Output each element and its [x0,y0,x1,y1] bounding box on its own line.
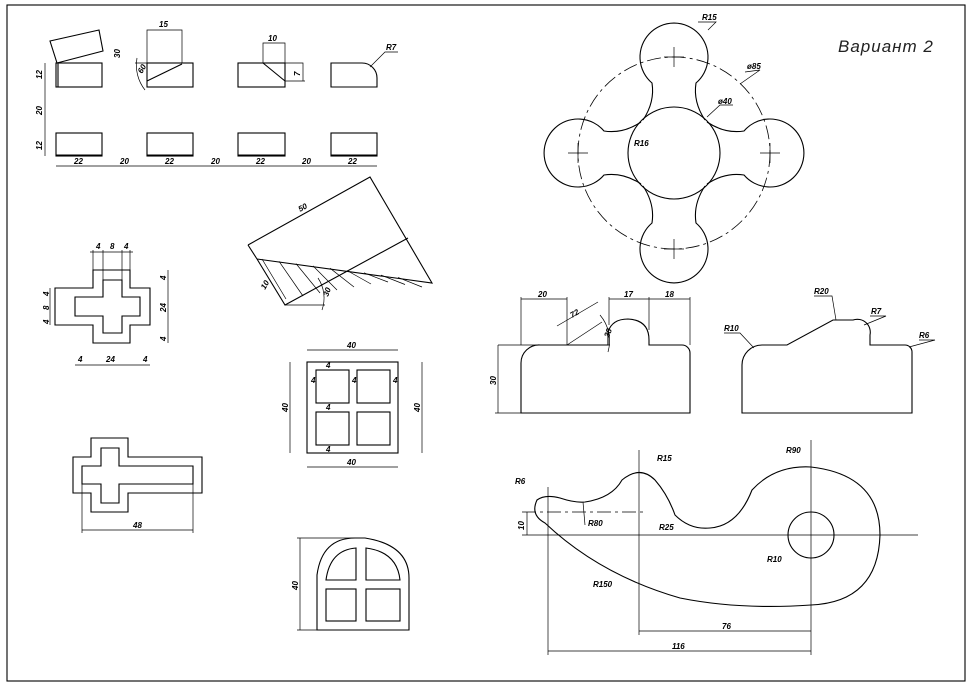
window-figure: 40 40 40 40 4 4 4 4 4 4 [281,341,423,468]
dim-4: 4 [142,355,148,364]
dim-40: 40 [291,581,300,591]
radius-r6: R6 [515,477,526,486]
dim-30: 30 [489,376,498,385]
flower-lobe [639,22,709,121]
dim-4: 4 [123,242,129,251]
dim-8: 8 [42,305,51,310]
hatch-line [380,274,406,285]
cross-figure: 4 8 4 4 8 4 4 24 4 4 24 4 [42,242,169,366]
profile-1-figure: 20 72 17 18 30 38 [489,290,691,414]
hook-figure: R6 R80 R15 R25 R90 R10 R150 10 76 116 [515,440,918,655]
dim-4: 4 [159,275,168,281]
dim-22: 22 [255,157,265,166]
dim-116: 116 [672,642,685,651]
dim-20: 20 [35,106,44,116]
radius-r15: R15 [657,454,672,463]
radius-r15: R15 [702,13,717,22]
dim-22: 22 [73,157,83,166]
flower-lobe [706,118,805,188]
dim-4: 4 [325,361,331,370]
diameter-40: ø40 [718,97,732,106]
hatch-line [363,272,389,283]
hatch-line [346,270,372,285]
hatch-line [261,258,287,300]
dim-8: 8 [110,242,115,251]
radius-r16: R16 [634,139,649,148]
hatch-line [329,267,355,288]
hatch-line [397,277,423,288]
dim-4: 4 [325,403,331,412]
dim-24: 24 [105,355,115,364]
radius-r25: R25 [659,523,674,532]
angle-38: 38 [602,327,614,339]
blocks-figure: 22 20 22 20 22 20 22 12 20 12 15 10 7 R7… [35,20,398,167]
dim-4: 4 [95,242,101,251]
radius-r20: R20 [814,287,829,296]
dim-20: 20 [301,157,311,166]
dim-48: 48 [132,521,142,530]
dim-40: 40 [346,458,356,467]
dim-12: 12 [35,70,44,79]
dim-40: 40 [346,341,356,350]
dim-40: 40 [413,403,422,413]
dim-4: 4 [325,445,331,454]
dim-20: 20 [210,157,220,166]
variant-title: Вариант 2 [838,37,934,56]
hatch-line [278,261,304,297]
dim-24: 24 [159,303,168,313]
hatch-line [312,265,338,291]
flower-lobe [543,118,642,188]
dim-10: 10 [268,34,277,43]
dim-7: 7 [293,71,302,76]
dim-20: 20 [119,157,129,166]
dim-10: 10 [517,521,526,530]
dim-20: 20 [537,290,547,299]
angle-label: 30 [113,49,122,58]
dim-4: 4 [351,376,357,385]
flower-figure: R15 ø85 ø40 R16 [543,13,805,284]
dim-4: 4 [159,336,168,342]
radius-r10: R10 [724,324,739,333]
hatch-line [295,263,321,294]
radius-r150: R150 [593,580,613,589]
radius-r7: R7 [386,43,397,52]
dim-4: 4 [310,376,316,385]
hatched-triangle-figure: 50 10 30 [247,176,434,311]
dim-22: 22 [164,157,174,166]
radius-r10: R10 [767,555,782,564]
dim-4: 4 [77,355,83,364]
flower-lobe [639,185,709,284]
dim-4: 4 [42,291,51,297]
radius-r80: R80 [588,519,603,528]
dim-18: 18 [665,290,674,299]
radius-r7: R7 [871,307,882,316]
cross-frame-figure: 48 [72,437,203,533]
dim-4: 4 [392,376,398,385]
dim-76: 76 [722,622,731,631]
angle-30: 30 [321,286,333,298]
radius-r90: R90 [786,446,801,455]
dim-22: 22 [347,157,357,166]
dim-15: 15 [159,20,168,29]
dim-17: 17 [624,290,633,299]
dim-4: 4 [42,319,51,325]
arch-window-figure: 40 [291,537,410,631]
profile-2-figure: R10 R20 R7 R6 [724,287,936,414]
dim-12: 12 [35,141,44,150]
radius-r6: R6 [919,331,930,340]
dim-40: 40 [281,403,290,413]
sheet-frame [6,4,966,682]
diameter-85: ø85 [747,62,761,71]
